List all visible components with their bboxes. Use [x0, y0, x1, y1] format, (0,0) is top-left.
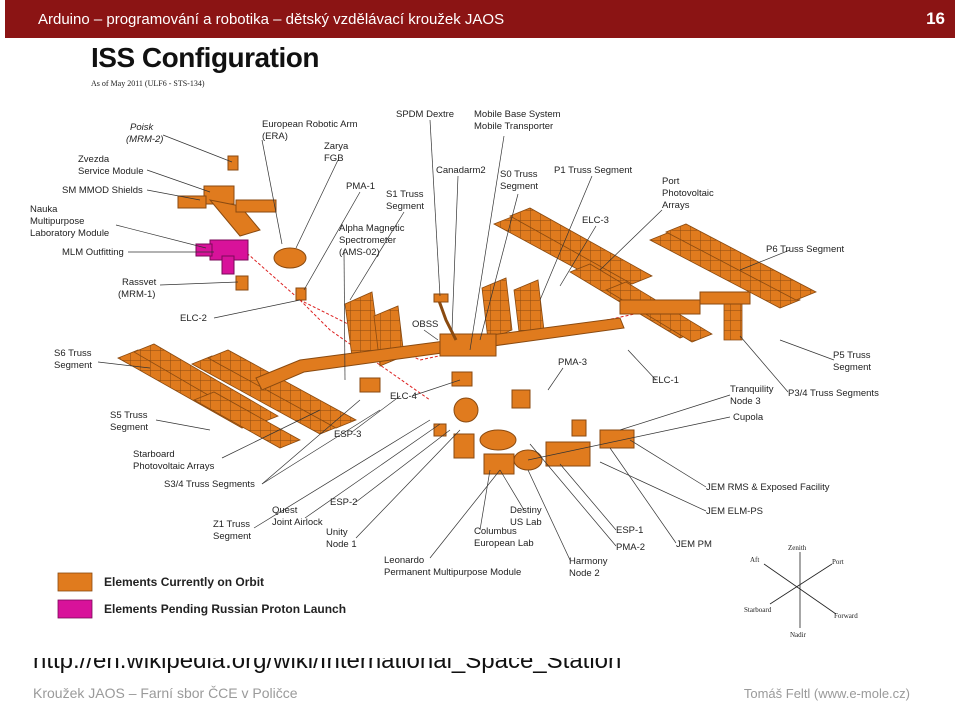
footer-right: Tomáš Feltl (www.e-mole.cz) — [743, 686, 910, 701]
label-p6: P6 Truss Segment — [766, 244, 845, 255]
canadarm2 — [436, 297, 458, 341]
label-spdm: SPDM Dextre — [396, 109, 454, 120]
diagram-subtitle: As of May 2011 (ULF6 - STS-134) — [91, 79, 205, 88]
label-elc2: ELC-2 — [180, 313, 207, 324]
legend-swatch-orbit — [57, 572, 93, 592]
compass-nadir: Nadir — [790, 631, 807, 639]
centerline-dashed-2 — [299, 299, 431, 401]
russian-segment — [177, 155, 307, 301]
nauka-module-pending — [195, 239, 249, 275]
compass-zenith: Zenith — [788, 544, 807, 552]
label-jem-elm: JEM ELM-PS — [706, 506, 763, 517]
legend-label-orbit: Elements Currently on Orbit — [104, 575, 264, 589]
header-title: Arduino – programování a robotika – děts… — [38, 11, 505, 28]
compass-aft: Aft — [750, 556, 759, 564]
orientation-compass — [763, 552, 837, 628]
label-poisk: Poisk(MRM-2) — [126, 122, 163, 145]
label-smmod: SM MMOD Shields — [62, 185, 143, 196]
label-p1: P1 Truss Segment — [554, 165, 633, 176]
leader-lines — [97, 119, 835, 561]
label-elc3: ELC-3 — [582, 215, 609, 226]
label-esp3: ESP-3 — [334, 429, 361, 440]
label-obss: OBSS — [412, 319, 438, 330]
compass-port: Port — [832, 558, 844, 566]
url-mask — [0, 640, 960, 658]
label-mlm: MLM Outfitting — [62, 247, 124, 258]
label-pma2: PMA-2 — [616, 542, 645, 553]
starboard-solar-arrays — [117, 343, 357, 449]
label-esp2: ESP-2 — [330, 497, 357, 508]
compass-labels: Zenith Aft Port Starboard Forward Nadir — [744, 544, 858, 639]
label-rassvet: Rassvet(MRM-1) — [118, 277, 157, 300]
label-esp1: ESP-1 — [616, 525, 643, 536]
compass-starboard: Starboard — [744, 606, 772, 614]
label-era: European Robotic Arm(ERA) — [262, 119, 358, 142]
diagram-title: ISS Configuration — [91, 42, 319, 73]
footer-left: Kroužek JAOS – Farní sbor ČCE v Poličce — [33, 685, 298, 701]
spdm-dextre — [433, 293, 449, 303]
label-s34: S3/4 Truss Segments — [164, 479, 255, 490]
slide-number: 16 — [926, 9, 945, 28]
label-cupola: Cupola — [733, 412, 764, 423]
label-canadarm: Canadarm2 — [436, 165, 486, 176]
label-elc1: ELC-1 — [652, 375, 679, 386]
label-jem-rms: JEM RMS & Exposed Facility — [706, 482, 830, 493]
compass-forward: Forward — [834, 612, 858, 620]
label-elc4: ELC-4 — [390, 391, 417, 402]
label-pma1: PMA-1 — [346, 181, 375, 192]
legend-swatch-pending — [57, 599, 93, 619]
legend-label-pending: Elements Pending Russian Proton Launch — [104, 602, 346, 616]
main-truss — [255, 291, 751, 391]
label-jem-pm: JEM PM — [676, 539, 712, 550]
slide-header: Arduino – programování a robotika – děts… — [5, 0, 955, 38]
label-p34: P3/4 Truss Segments — [788, 388, 879, 399]
legend: Elements Currently on Orbit Elements Pen… — [57, 572, 346, 619]
label-pma3: PMA-3 — [558, 357, 587, 368]
